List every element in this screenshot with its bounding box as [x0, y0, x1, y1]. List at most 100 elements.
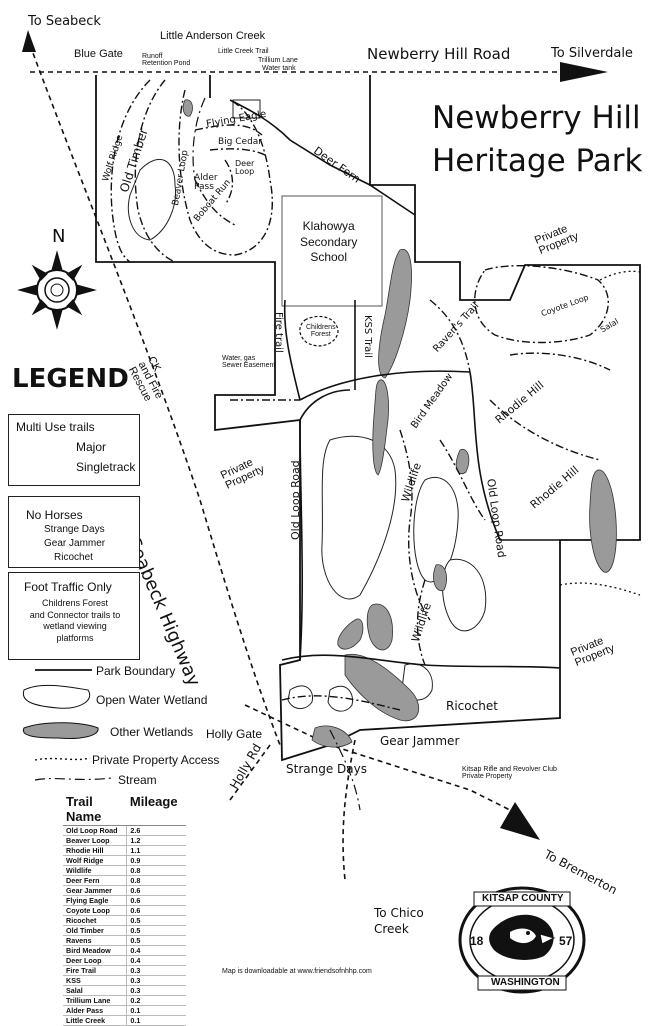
- holly-road-to-bremerton: [244, 704, 521, 816]
- trail-strange-days-label: Strange Days: [286, 762, 367, 776]
- mileage-value: 1.1: [126, 845, 186, 856]
- seabeck-highway: [29, 44, 281, 746]
- arrow-to-seabeck: [22, 30, 36, 52]
- trail-fire-trail-label: Fire trail: [273, 312, 284, 353]
- rifle-club-label: Kitsap Rifle and Revolver Club Private P…: [462, 766, 557, 780]
- eagle-icon: [489, 914, 556, 960]
- legend-no-horses-item-0: Strange Days: [44, 524, 105, 535]
- mileage-trail-name: Wildlife: [63, 865, 127, 876]
- mileage-trail-name: Rhodie Hill: [63, 845, 127, 856]
- seal-right-number: 57: [559, 934, 573, 948]
- mileage-value: 0.5: [126, 935, 186, 946]
- legend-foot-traffic-box: [8, 572, 140, 660]
- singletrack-trails: [110, 79, 611, 711]
- mileage-trail-name: Wolf Ridge: [63, 855, 127, 866]
- seal-bottom-text: WASHINGTON: [491, 977, 560, 988]
- mileage-trail-name: Bird Meadow: [63, 945, 127, 956]
- newberry-hill-road-label: Newberry Hill Road: [367, 45, 511, 63]
- mileage-trail-name: Fire Trail: [63, 965, 127, 976]
- holly-gate-label: Holly Gate: [206, 727, 263, 741]
- legend-multi-use-box: [8, 414, 140, 486]
- trail-ricochet-label: Ricochet: [446, 699, 498, 713]
- mileage-value: 0.6: [126, 895, 186, 906]
- legend-foot-traffic-title: Foot Traffic Only: [24, 580, 112, 594]
- mileage-trail-name: Little Creek: [63, 1015, 127, 1026]
- legend-no-horses-item-2: Ricochet: [54, 552, 93, 563]
- mileage-value: 0.5: [126, 915, 186, 926]
- little-creek-trail-label: Little Creek Trail: [218, 48, 269, 55]
- mileage-trail-name: Flying Eagle: [63, 895, 127, 906]
- park-boundary: [95, 75, 641, 762]
- mileage-value: 0.5: [126, 925, 186, 936]
- download-note: Map is downloadable at www.friendsofnhhp…: [222, 968, 372, 975]
- mileage-value: 0.3: [126, 975, 186, 986]
- water-gas-easement-label: Water, gas Sewer Easement: [222, 355, 276, 369]
- mileage-trail-name: Deer Fern: [63, 875, 127, 886]
- legend-major-label: Major: [76, 440, 107, 454]
- runoff-pond-label: Runoff Retention Pond: [142, 53, 191, 67]
- streams: [192, 97, 361, 811]
- holly-rd: [229, 744, 271, 801]
- mileage-trail-name: Ricochet: [63, 915, 127, 926]
- kitsap-county-seal: [458, 886, 586, 994]
- trail-deer-loop-label: Deer Loop: [235, 159, 255, 176]
- mileage-trail-name: Beaver Loop: [63, 835, 127, 846]
- mileage-value: 0.4: [126, 945, 186, 956]
- mileage-value: 0.6: [126, 905, 186, 916]
- mileage-trail-name: KSS: [63, 975, 127, 986]
- mileage-header-trail: Trail Name: [63, 793, 127, 826]
- arrow-to-bremerton: [500, 802, 540, 840]
- to-chico-creek-label: To Chico Creek: [374, 906, 424, 936]
- mileage-value: 0.4: [126, 955, 186, 966]
- compass-north-label: N: [52, 226, 66, 247]
- mileage-value: 0.8: [126, 865, 186, 876]
- mileage-trail-name: Old Loop Road: [63, 825, 127, 836]
- legend-singletrack-label: Singletrack: [76, 460, 136, 474]
- park-title-line1: Newberry Hill: [432, 100, 641, 136]
- compass-rose: [17, 250, 97, 330]
- legend-no-horses-box: [8, 496, 140, 568]
- mileage-trail-name: Deer Loop: [63, 955, 127, 966]
- mileage-value: 0.3: [126, 965, 186, 976]
- mileage-value: 0.8: [126, 875, 186, 886]
- blue-gate-label: Blue Gate: [74, 48, 123, 60]
- mileage-trail-name: Trillium Lane: [63, 995, 127, 1006]
- park-title-line2: Heritage Park: [432, 143, 643, 179]
- legend-multi-use-label: Multi Use trails: [16, 420, 95, 434]
- trail-old-loop-road-label-1: Old Loop Road: [289, 460, 302, 540]
- legend-other-wetlands-label: Other Wetlands: [110, 725, 194, 739]
- to-seabeck-label: To Seabeck: [28, 14, 101, 29]
- mileage-value: 0.9: [126, 855, 186, 866]
- seal-top-text: KITSAP COUNTY: [482, 893, 564, 904]
- mileage-value: 1.2: [126, 835, 186, 846]
- to-silverdale-label: To Silverdale: [551, 46, 633, 61]
- seal-left-number: 18: [470, 934, 484, 948]
- mileage-trail-name: Alder Pass: [63, 1005, 127, 1016]
- roads: [29, 44, 560, 881]
- mileage-value: 0.3: [126, 985, 186, 996]
- open-water-wetlands: [127, 99, 487, 712]
- legend-no-horses-title: No Horses: [26, 508, 83, 522]
- mileage-trail-name: Salal: [63, 985, 127, 996]
